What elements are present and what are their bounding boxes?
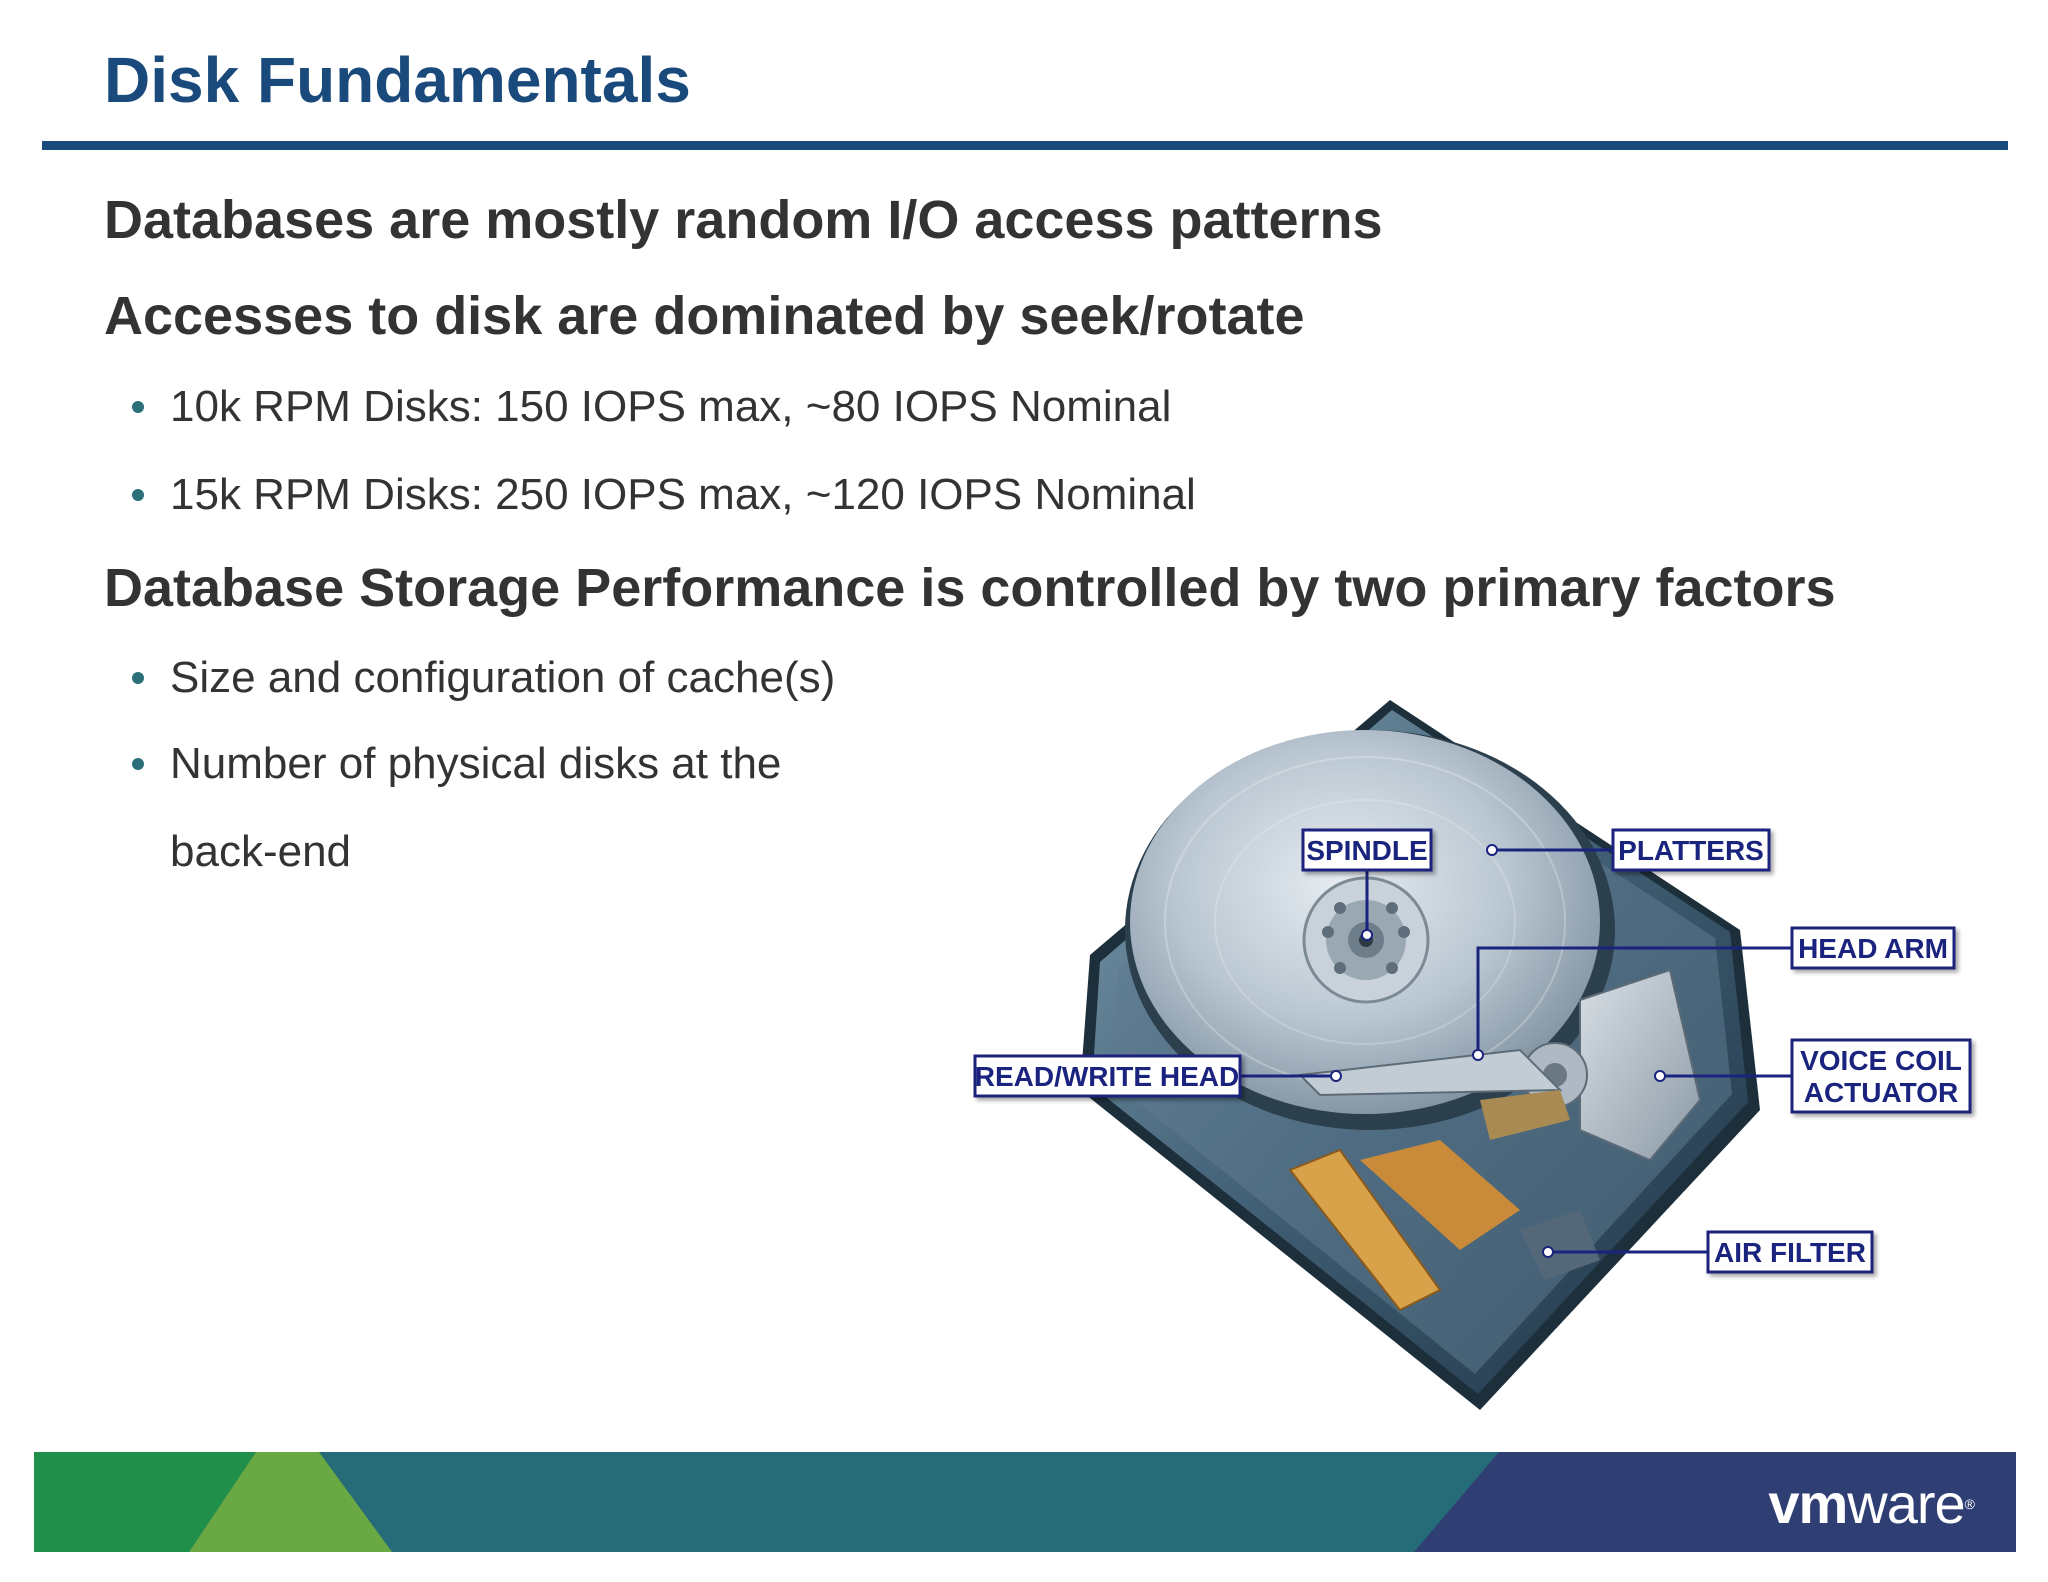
vmware-logo: vmware®: [1768, 1472, 1975, 1535]
bullet-dot: [132, 672, 144, 684]
hard-disk-illustration: SPINDLE PLATTERS HEAD ARM VOI: [973, 700, 1972, 1410]
heading-seek-rotate: Accesses to disk are dominated by seek/r…: [104, 286, 1305, 346]
callout-read-write-head: READ/WRITE HEAD: [973, 1054, 1342, 1098]
bullet-dot: [132, 758, 144, 770]
callout-head-arm: HEAD ARM: [1472, 926, 1956, 1061]
label-head-arm: HEAD ARM: [1798, 933, 1948, 964]
title-divider: [42, 141, 2008, 150]
label-platters: PLATTERS: [1618, 835, 1764, 866]
bullet-physical-disks: Number of physical disks at the: [170, 739, 782, 788]
callout-platters: PLATTERS: [1486, 828, 1771, 872]
label-voice-coil: VOICE COIL: [1800, 1045, 1962, 1076]
callout-air-filter: AIR FILTER: [1542, 1230, 1874, 1274]
label-read-write-head: READ/WRITE HEAD: [975, 1061, 1239, 1092]
footer-graphic: [34, 1452, 2016, 1552]
slide-title: Disk Fundamentals: [104, 44, 691, 116]
hard-disk-diagram: SPINDLE PLATTERS HEAD ARM VOI: [960, 690, 1980, 1410]
callout-spindle: SPINDLE: [1301, 828, 1433, 941]
bullet-cache: Size and configuration of cache(s): [170, 653, 836, 702]
heading-storage-performance: Database Storage Performance is controll…: [104, 558, 1836, 618]
footer-bar: vmware®: [34, 1452, 2016, 1552]
callout-voice-coil-actuator: VOICE COIL ACTUATOR: [1654, 1038, 1972, 1114]
bullet-physical-disks-continued: back-end: [170, 827, 352, 876]
bullet-dot: [132, 401, 144, 413]
bullet-15k-rpm: 15k RPM Disks: 250 IOPS max, ~120 IOPS N…: [170, 470, 1196, 519]
bullet-10k-rpm: 10k RPM Disks: 150 IOPS max, ~80 IOPS No…: [170, 382, 1172, 431]
label-spindle: SPINDLE: [1306, 835, 1427, 866]
bullet-dot: [132, 489, 144, 501]
actuator-assembly: [1297, 968, 1702, 1162]
heading-random-io: Databases are mostly random I/O access p…: [104, 190, 1383, 250]
flex-cable: [1288, 1140, 1600, 1312]
label-air-filter: AIR FILTER: [1714, 1237, 1866, 1268]
label-actuator: ACTUATOR: [1804, 1077, 1959, 1108]
